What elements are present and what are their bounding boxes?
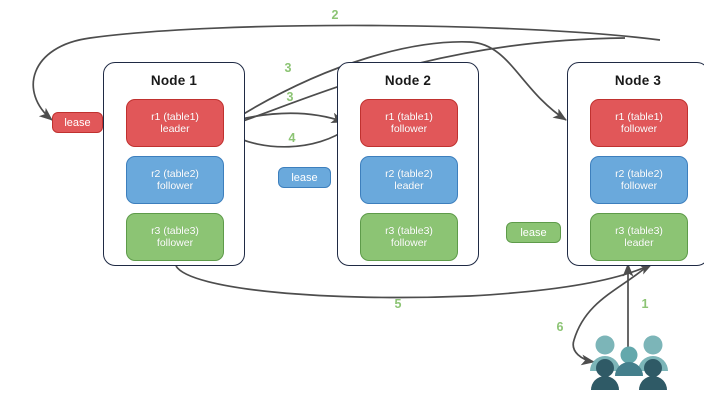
replica-role: follower xyxy=(390,237,428,249)
node-title: Node 2 xyxy=(384,73,432,88)
arrow-step-2 xyxy=(32,24,661,121)
node-title: Node 1 xyxy=(150,73,198,88)
step-label-6: 6 xyxy=(556,320,564,334)
replica-n1r3[interactable]: r3 (table3) follower xyxy=(126,213,224,261)
node-box-node1[interactable]: Node 1 r1 (table1) leader r2 (table2) fo… xyxy=(103,62,245,266)
replica-n2r1[interactable]: r1 (table1) follower xyxy=(360,99,458,147)
replica-role: leader xyxy=(624,237,654,249)
replica-role: follower xyxy=(620,123,658,135)
lease-badge-r1[interactable]: lease xyxy=(52,112,103,133)
replica-n1r1[interactable]: r1 (table1) leader xyxy=(126,99,224,147)
replica-n2r2[interactable]: r2 (table2) leader xyxy=(360,156,458,204)
node-title: Node 3 xyxy=(614,73,662,88)
step-label-2: 2 xyxy=(331,8,339,22)
step-label-3a: 3 xyxy=(284,61,292,75)
arrow-step-6 xyxy=(572,263,651,366)
replica-name: r2 (table2) xyxy=(385,167,433,180)
replica-name: r1 (table1) xyxy=(151,110,199,123)
replica-role: follower xyxy=(620,180,658,192)
step-label-4: 4 xyxy=(288,131,296,145)
arrow-step-3-to-node3 xyxy=(223,41,567,127)
node-box-node2[interactable]: Node 2 r1 (table1) follower r2 (table2) … xyxy=(337,62,479,266)
replica-name: r1 (table1) xyxy=(385,110,433,123)
arrow-step-5 xyxy=(175,263,653,299)
replica-name: r3 (table3) xyxy=(151,224,199,237)
step-label-1: 1 xyxy=(641,297,649,311)
replica-name: r2 (table2) xyxy=(615,167,663,180)
replica-role: follower xyxy=(156,237,194,249)
replica-name: r3 (table3) xyxy=(615,224,663,237)
lease-badge-r2[interactable]: lease xyxy=(278,167,331,188)
replica-role: follower xyxy=(390,123,428,135)
lease-badge-r3[interactable]: lease xyxy=(506,222,561,243)
step-label-3b: 3 xyxy=(286,90,294,104)
replica-role: leader xyxy=(160,123,190,135)
people-group-icon[interactable] xyxy=(588,332,670,390)
replica-n3r3[interactable]: r3 (table3) leader xyxy=(590,213,688,261)
replica-n3r1[interactable]: r1 (table1) follower xyxy=(590,99,688,147)
replica-role: leader xyxy=(394,180,424,192)
node-box-node3[interactable]: Node 3 r1 (table1) follower r2 (table2) … xyxy=(567,62,704,266)
replica-role: follower xyxy=(156,180,194,192)
step-label-5: 5 xyxy=(394,297,402,311)
replica-name: r3 (table3) xyxy=(385,224,433,237)
replica-n1r2[interactable]: r2 (table2) follower xyxy=(126,156,224,204)
replica-n2r3[interactable]: r3 (table3) follower xyxy=(360,213,458,261)
replica-n3r2[interactable]: r2 (table2) follower xyxy=(590,156,688,204)
replica-name: r2 (table2) xyxy=(151,167,199,180)
replica-name: r1 (table1) xyxy=(615,110,663,123)
